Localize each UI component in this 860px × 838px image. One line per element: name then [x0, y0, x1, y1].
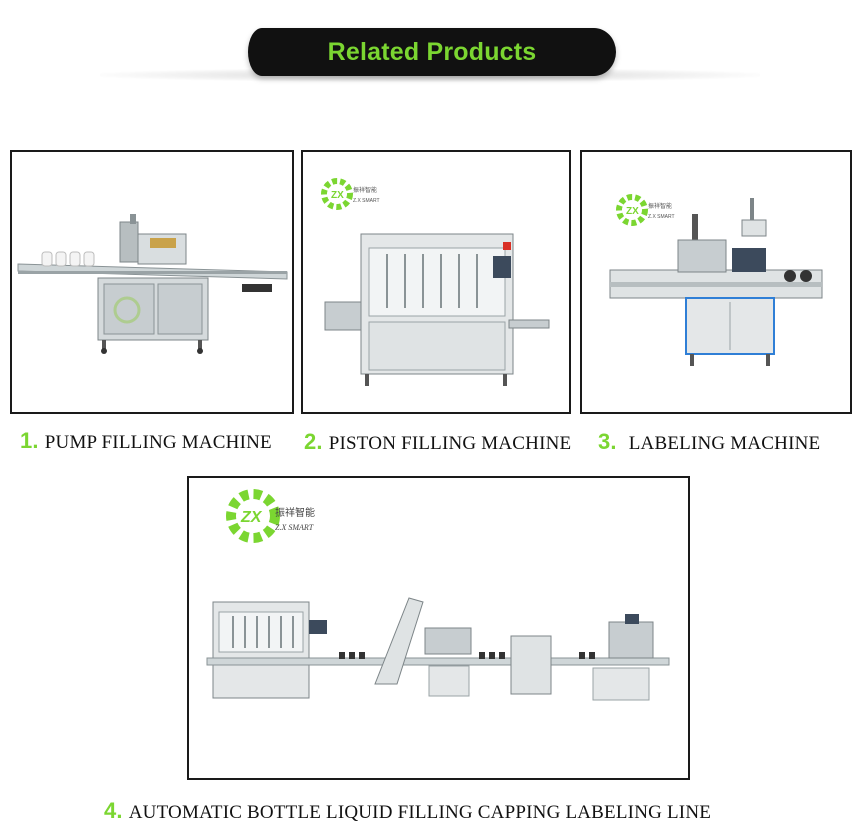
product-name-1: PUMP FILLING MACHINE	[44, 432, 272, 453]
section-title: Related Products	[327, 37, 537, 66]
filling-capping-labeling-line-image: ZX 振祥智能 Z.X SMART	[206, 489, 670, 701]
zx-logo-icon: ZX 振祥智能 Z.X SMART	[616, 194, 675, 226]
product-number-4: 4.	[104, 798, 123, 823]
product-card-filling-line[interactable]: ZX 振祥智能 Z.X SMART	[187, 476, 690, 780]
product-card-labeling[interactable]: ZX 振祥智能 Z.X SMART	[580, 150, 852, 414]
svg-text:振祥智能: 振祥智能	[353, 186, 377, 194]
product-number-1: 1.	[20, 428, 39, 453]
product-caption-4[interactable]: 4.AUTOMATIC BOTTLE LIQUID FILLING CAPPIN…	[104, 798, 711, 824]
svg-text:Z.X SMART: Z.X SMART	[353, 198, 380, 204]
svg-text:Z.X SMART: Z.X SMART	[275, 523, 314, 532]
piston-filling-machine-image: ZX 振祥智能 Z.X SMART	[321, 178, 550, 386]
product-card-pump-filling[interactable]	[10, 150, 294, 414]
pump-filling-machine-image	[17, 214, 288, 354]
product-number-3: 3.	[598, 429, 617, 454]
zx-logo-icon: ZX 振祥智能 Z.X SMART	[321, 178, 380, 210]
product-name-4: AUTOMATIC BOTTLE LIQUID FILLING CAPPING …	[128, 802, 712, 823]
labeling-machine-image: ZX 振祥智能 Z.X SMART	[609, 194, 823, 366]
product-name-3: LABELING MACHINE	[628, 433, 821, 454]
svg-text:振祥智能: 振祥智能	[648, 202, 672, 210]
product-number-2: 2.	[304, 429, 323, 454]
svg-text:振祥智能: 振祥智能	[275, 506, 315, 519]
product-caption-3[interactable]: 3. LABELING MACHINE	[598, 429, 820, 455]
svg-text:ZX: ZX	[240, 509, 263, 526]
svg-text:ZX: ZX	[626, 206, 639, 217]
section-banner: Related Products	[248, 28, 616, 76]
svg-text:ZX: ZX	[331, 190, 344, 201]
svg-text:Z.X SMART: Z.X SMART	[648, 214, 675, 220]
zx-logo-icon: ZX 振祥智能 Z.X SMART	[226, 489, 315, 543]
product-card-piston-filling[interactable]: ZX 振祥智能 Z.X SMART	[301, 150, 571, 414]
product-caption-2[interactable]: 2.PISTON FILLING MACHINE	[304, 429, 571, 455]
product-caption-1[interactable]: 1.PUMP FILLING MACHINE	[20, 428, 272, 454]
product-name-2: PISTON FILLING MACHINE	[328, 433, 572, 454]
